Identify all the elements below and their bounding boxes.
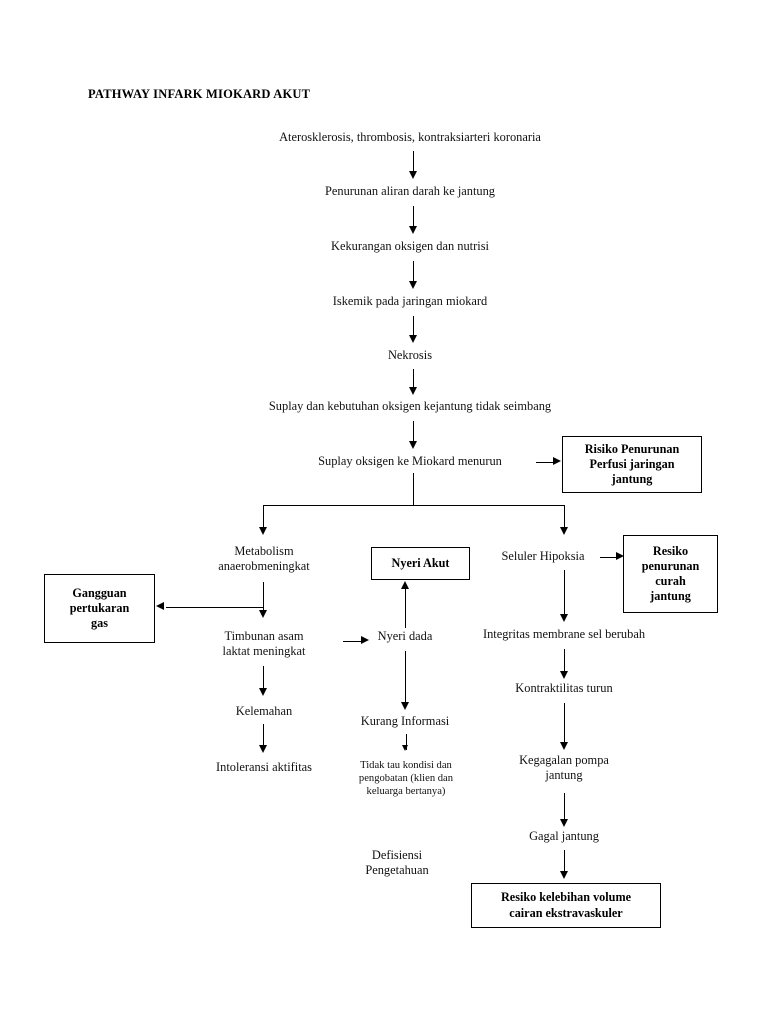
node-gagal-jantung: Gagal jantung [529, 829, 599, 843]
node-nekrosis: Nekrosis [387, 348, 433, 362]
arrow-up-icon [401, 581, 409, 589]
arrow-down-icon [409, 171, 417, 179]
node-kekurangan-oksigen: Kekurangan oksigen dan nutrisi [331, 239, 489, 253]
node-integritas-membrane-sel-berubah: Integritas membrane sel berubah [482, 627, 646, 641]
box-gangguan-pertukaran-gas[interactable]: Gangguan pertukaran gas [44, 574, 155, 643]
connector-line [413, 151, 414, 175]
arrow-right-icon [361, 636, 369, 644]
connector-line [413, 316, 414, 339]
connector-line [263, 582, 264, 614]
node-iskemik-miokard: Iskemik pada jaringan miokard [332, 294, 488, 308]
box-resiko-penurunan-curah-jantung[interactable]: Resiko penurunan curah jantung [623, 535, 718, 613]
box-nyeri-akut[interactable]: Nyeri Akut [371, 547, 470, 580]
node-kelemahan: Kelemahan [235, 704, 293, 718]
node-suplay-oksigen-miokard-menurun: Suplay oksigen ke Miokard menurun [318, 454, 502, 468]
connector-line [413, 261, 414, 285]
arrow-down-icon [560, 671, 568, 679]
arrow-down-icon [259, 688, 267, 696]
page-title: PATHWAY INFARK MIOKARD AKUT [88, 87, 311, 101]
arrow-down-icon [402, 745, 408, 751]
connector-line [405, 651, 406, 706]
connector-line [564, 570, 565, 618]
arrow-down-icon [560, 742, 568, 750]
node-suplay-kebutuhan-oksigen: Suplay dan kebutuhan oksigen kejantung t… [268, 399, 552, 413]
node-seluler-hipoksia: Seluler Hipoksia [501, 549, 585, 563]
connector-branch-bar [263, 505, 565, 506]
connector-line [536, 462, 556, 463]
connector-line [564, 505, 565, 531]
connector-line [413, 369, 414, 391]
connector-line [406, 734, 407, 750]
arrow-down-icon [409, 441, 417, 449]
arrow-down-icon [259, 610, 267, 618]
connector-line [564, 793, 565, 823]
connector-line [564, 649, 565, 675]
connector-line [263, 666, 264, 692]
arrow-down-icon [560, 819, 568, 827]
arrow-down-icon [560, 527, 568, 535]
node-penurunan-aliran-darah: Penurunan aliran darah ke jantung [325, 184, 495, 198]
node-defisiensi-pengetahuan: Defisiensi Pengetahuan [365, 848, 429, 877]
arrow-down-icon [409, 335, 417, 343]
node-aterosklerosis: Aterosklerosis, thrombosis, kontraksiart… [279, 130, 541, 144]
node-timbunan-asam-laktat-meningkat: Timbunan asam laktat meningkat [222, 629, 306, 658]
arrow-down-icon [401, 702, 409, 710]
box-resiko-kelebihan-volume-cairan-ekstravaskuler[interactable]: Resiko kelebihan volume cairan ekstravas… [471, 883, 661, 928]
connector-line [405, 589, 406, 628]
arrow-left-icon [156, 602, 164, 610]
connector-line [343, 641, 364, 642]
arrow-down-icon [409, 387, 417, 395]
arrow-down-icon [560, 614, 568, 622]
connector-line [564, 850, 565, 875]
connector-line [263, 505, 264, 531]
arrow-down-icon [259, 527, 267, 535]
node-nyeri-dada: Nyeri dada [377, 629, 433, 643]
connector-line [600, 557, 620, 558]
arrow-down-icon [560, 871, 568, 879]
node-tidak-tau-kondisi-pengobatan: Tidak tau kondisi dan pengobatan (klien … [358, 760, 454, 797]
arrow-right-icon [553, 457, 561, 465]
node-kontraktilitas-turun: Kontraktilitas turun [515, 681, 613, 695]
box-risiko-penurunan-perfusi-jaringan-jantung[interactable]: Risiko Penurunan Perfusi jaringan jantun… [562, 436, 702, 493]
connector-line [413, 421, 414, 445]
connector-line [413, 473, 414, 505]
node-metabolism-anaerob-meningkat: Metabolism anaerobmeningkat [218, 544, 310, 573]
node-intoleransi-aktifitas: Intoleransi aktifitas [216, 760, 312, 774]
connector-line [413, 206, 414, 230]
connector-line [564, 703, 565, 746]
connector-line [263, 724, 264, 749]
connector-line [166, 607, 264, 608]
arrow-down-icon [259, 745, 267, 753]
node-kegagalan-pompa-jantung: Kegagalan pompa jantung [519, 753, 609, 782]
arrow-down-icon [409, 281, 417, 289]
arrow-down-icon [409, 226, 417, 234]
arrow-right-icon [616, 552, 624, 560]
node-kurang-informasi: Kurang Informasi [360, 714, 450, 728]
